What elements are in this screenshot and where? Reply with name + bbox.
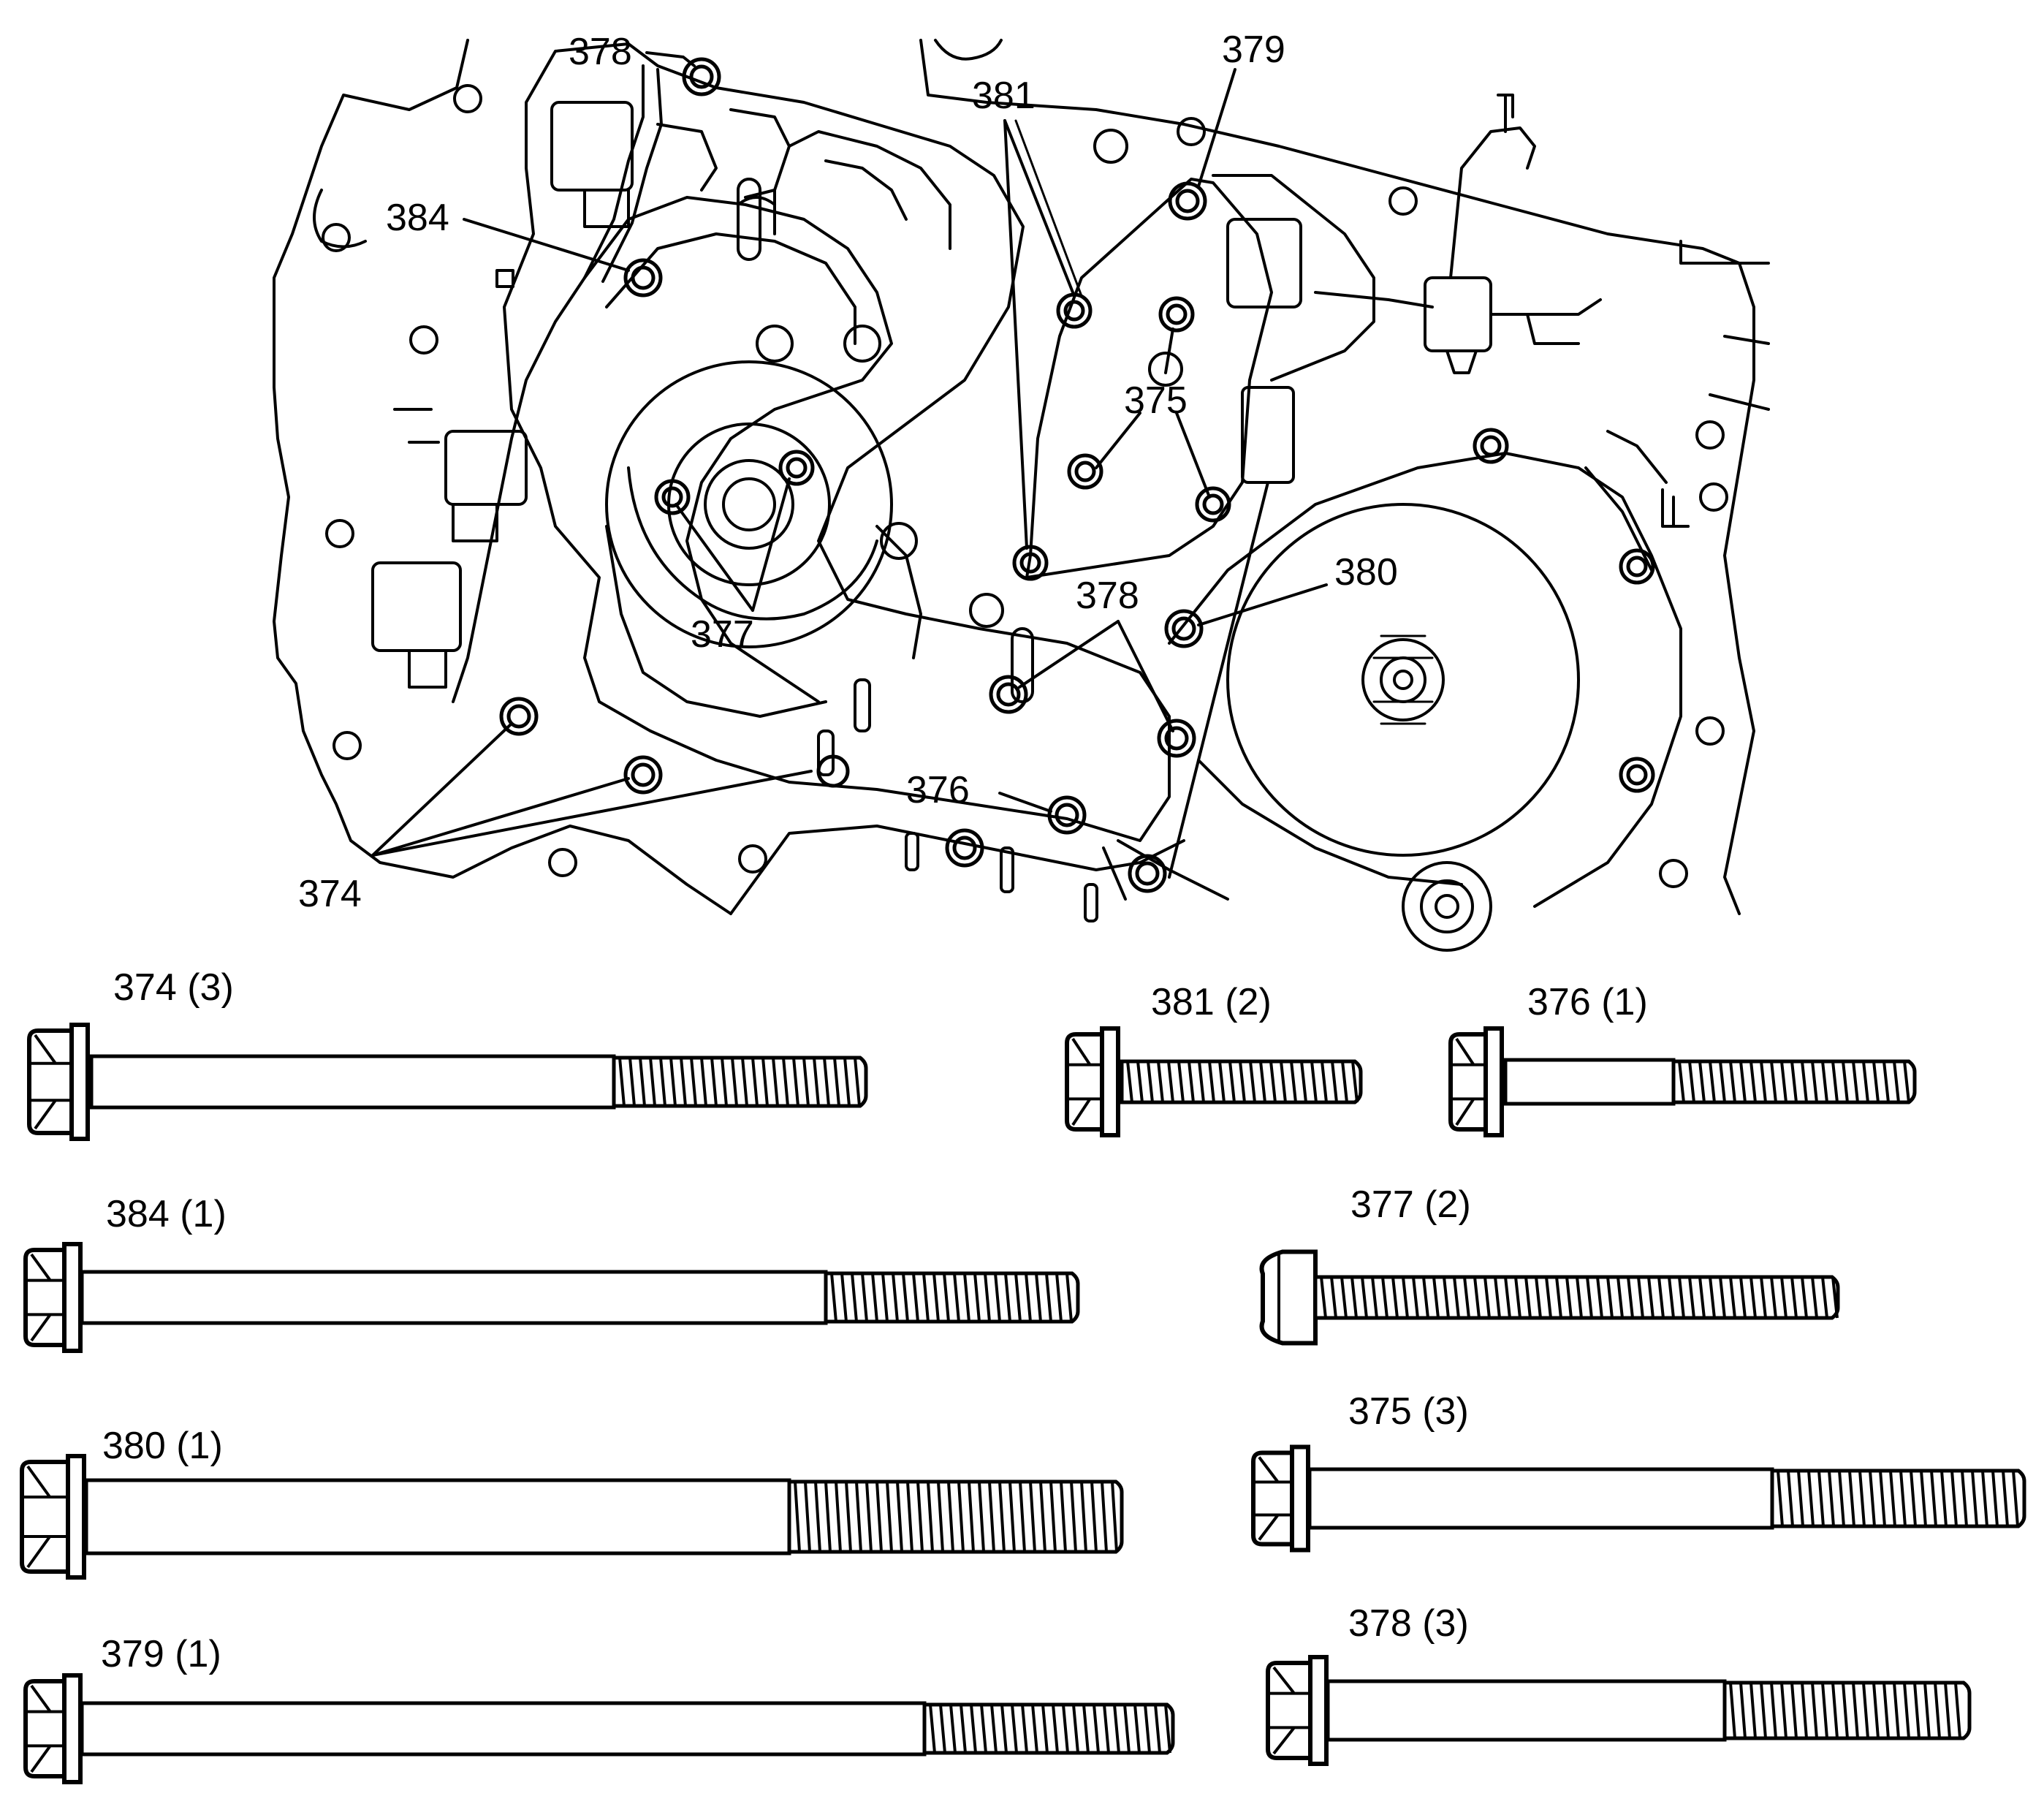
bolt-374-thread-outline xyxy=(612,1056,868,1108)
bolt-375-thread-outline xyxy=(1770,1469,2026,1528)
bolt-378: 378 (3) xyxy=(1266,1602,1972,1766)
bolt-384-head xyxy=(23,1248,67,1347)
assembly-bolt-heads xyxy=(499,57,1655,893)
bolt-376-head-facets xyxy=(1451,1037,1486,1126)
bolt-384-thread-outline xyxy=(824,1271,1080,1324)
bolt-380-head xyxy=(20,1460,70,1574)
callout-378-mid: 378 xyxy=(1076,575,1139,617)
bolt-376-flange xyxy=(1483,1026,1504,1137)
bolt-378-threads xyxy=(1729,1682,1961,1739)
bolt-379-label: 379 (1) xyxy=(101,1633,221,1675)
callout-375: 375 xyxy=(1124,379,1188,422)
bolt-379-shank xyxy=(80,1701,927,1757)
bolt-379-head xyxy=(23,1679,67,1778)
bolt-376-shank xyxy=(1503,1058,1676,1106)
bolt-375-head xyxy=(1251,1450,1294,1547)
callout-labels: 378 379 381 384 375 380 378 377 376 374 xyxy=(298,29,1398,915)
bolt-375-head-facets xyxy=(1253,1456,1292,1541)
bolt-374-flange xyxy=(69,1023,90,1141)
bolt-381-label: 381 (2) xyxy=(1151,981,1272,1023)
bolt-374-head-facets xyxy=(29,1034,72,1130)
bolt-380-shank xyxy=(84,1478,791,1556)
bolt-377-label: 377 (2) xyxy=(1350,1183,1471,1226)
bolt-375-label: 375 (3) xyxy=(1348,1390,1469,1433)
bolt-376-threads xyxy=(1678,1061,1910,1103)
bolt-375-flange xyxy=(1290,1444,1310,1553)
bolt-384-flange xyxy=(62,1242,83,1353)
callout-379: 379 xyxy=(1222,29,1285,71)
bolt-381-head xyxy=(1065,1032,1104,1132)
bolt-378-head-facets xyxy=(1268,1666,1310,1755)
valve-body-illustration xyxy=(273,39,1770,952)
bolt-380-label: 380 (1) xyxy=(102,1425,223,1467)
bolt-379-flange xyxy=(62,1673,83,1784)
bolt-378-head xyxy=(1266,1661,1312,1760)
bolt-380-threads xyxy=(794,1481,1118,1553)
bolt-381-threads xyxy=(1126,1061,1359,1103)
callout-377: 377 xyxy=(691,613,754,656)
bolt-379-head-facets xyxy=(26,1684,64,1773)
bolt-374-label: 374 (3) xyxy=(113,966,234,1009)
bolt-374-head xyxy=(27,1028,74,1135)
bolt-378-flange xyxy=(1308,1655,1329,1766)
bolt-375-threads xyxy=(1777,1470,2019,1527)
bolt-381-head-facets xyxy=(1067,1037,1102,1126)
bolt-384-label: 384 (1) xyxy=(106,1193,227,1235)
bolt-374-shank xyxy=(89,1054,616,1110)
callout-374: 374 xyxy=(298,873,362,915)
bolt-384: 384 (1) xyxy=(23,1193,1080,1353)
bolt-profiles: 374 (3) 381 (2) 376 (1) 384 (1) 377 (2) 380 (… xyxy=(20,966,2026,1784)
bolt-381: 381 (2) xyxy=(1065,981,1363,1137)
bolt-378-label: 378 (3) xyxy=(1348,1602,1469,1645)
bolt-375-shank xyxy=(1307,1467,1774,1530)
bolt-376-label: 376 (1) xyxy=(1527,981,1648,1023)
bolt-384-head-facets xyxy=(26,1253,64,1342)
callout-380: 380 xyxy=(1334,551,1398,594)
bolt-384-shank xyxy=(80,1270,828,1325)
leader-lines xyxy=(371,51,1328,857)
bolt-380-flange xyxy=(66,1454,86,1580)
bolt-380: 380 (1) xyxy=(20,1425,1124,1580)
callout-376: 376 xyxy=(906,769,970,811)
bolt-379-threads xyxy=(929,1704,1171,1754)
bolt-375: 375 (3) xyxy=(1251,1390,2026,1553)
bolt-376-head xyxy=(1448,1032,1488,1132)
bolt-374: 374 (3) xyxy=(27,966,868,1141)
bolt-380-head-facets xyxy=(22,1465,68,1569)
bolt-374-threads xyxy=(618,1057,861,1107)
bolt-381-flange xyxy=(1100,1026,1120,1137)
bolt-376: 376 (1) xyxy=(1448,981,1917,1137)
bolt-378-shank xyxy=(1326,1679,1727,1742)
bolt-379: 379 (1) xyxy=(23,1633,1175,1784)
callout-378-top: 378 xyxy=(569,31,632,73)
bolt-377-head xyxy=(1259,1249,1318,1346)
bolt-377-threads xyxy=(1320,1276,1839,1319)
bolt-384-threads xyxy=(830,1273,1073,1322)
callout-381: 381 xyxy=(972,75,1036,117)
callout-384: 384 xyxy=(386,197,449,239)
bolt-377: 377 (2) xyxy=(1259,1183,1840,1346)
